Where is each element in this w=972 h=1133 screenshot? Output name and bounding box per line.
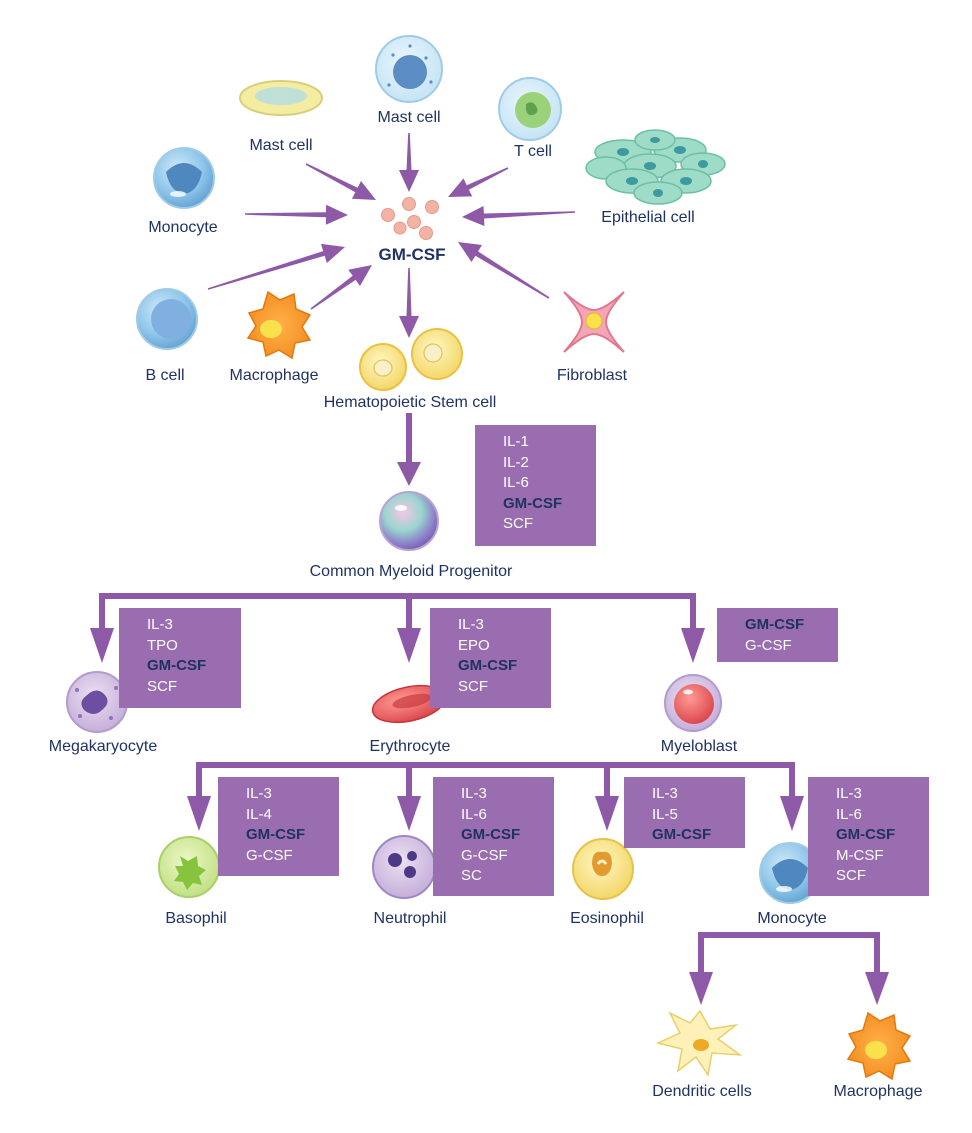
t-cell-icon <box>498 77 562 141</box>
arrow-to-hsc <box>399 268 419 338</box>
factor-item: IL-6 <box>836 805 862 823</box>
label-t-cell: T cell <box>514 143 552 160</box>
eosinophil-icon <box>572 838 634 900</box>
factor-item: EPO <box>458 636 490 654</box>
mast-cell-round-icon <box>375 35 443 103</box>
factor-item: IL-3 <box>652 785 678 802</box>
factor-item: IL-3 <box>458 616 484 633</box>
factor-item: IL-6 <box>461 805 487 823</box>
factor-item: IL-1 <box>503 433 529 450</box>
factor-item: GM-CSF <box>503 494 563 512</box>
b-cell-icon <box>136 288 198 350</box>
erythrocyte-icon <box>371 684 447 724</box>
label-monocyte-lineage: Monocyte <box>757 910 827 927</box>
fibroblast-icon <box>563 291 625 353</box>
factor-item: IL-6 <box>503 474 529 491</box>
label-megakaryocyte: Megakaryocyte <box>48 738 158 755</box>
label-dendritic-cells: Dendritic cells <box>652 1083 752 1100</box>
label-mast-cell-top: Mast cell <box>377 109 441 126</box>
factor-item: IL-4 <box>246 805 272 823</box>
factor-item: IL-3 <box>147 616 173 633</box>
epithelial-cell-icon <box>585 129 726 205</box>
label-basophil: Basophil <box>165 910 227 927</box>
arrow-monocyte <box>245 204 348 225</box>
label-b-cell: B cell <box>145 367 185 384</box>
lineage-connectors <box>90 413 889 1005</box>
macrophage-source-icon <box>246 290 312 360</box>
factor-item: IL-3 <box>246 785 272 802</box>
factor-item: SC <box>461 867 482 884</box>
factor-item: IL-5 <box>652 805 678 823</box>
label-macrophage-lineage: Macrophage <box>833 1083 923 1100</box>
factor-item: G-CSF <box>745 636 792 654</box>
monocyte-source-icon <box>153 147 215 209</box>
arrow-b-cell <box>207 243 345 290</box>
label-epithelial-cell: Epithelial cell <box>601 209 695 226</box>
factor-item: GM-CSF <box>836 826 896 843</box>
factor-item: TPO <box>147 636 178 654</box>
arrows <box>207 133 575 338</box>
factor-item: SCF <box>836 867 866 884</box>
factor-item: GM-CSF <box>246 826 306 843</box>
label-erythrocyte: Erythrocyte <box>369 738 451 755</box>
arrow-fibroblast <box>458 242 550 299</box>
factor-item: G-CSF <box>246 846 293 864</box>
arrow-t-cell <box>448 167 509 197</box>
label-neutrophil: Neutrophil <box>373 910 447 927</box>
factor-item: SCF <box>503 515 533 532</box>
label-eosinophil: Eosinophil <box>570 910 644 927</box>
hematopoietic-stem-cell-icon <box>359 328 463 391</box>
factor-item: M-CSF <box>836 846 884 864</box>
factor-item: GM-CSF <box>147 657 207 674</box>
factor-item: SCF <box>147 677 177 695</box>
factor-item: GM-CSF <box>652 826 712 843</box>
factor-item: GM-CSF <box>458 657 518 674</box>
arrow-mast-cell-top <box>399 133 419 192</box>
factor-item: IL-2 <box>503 453 529 471</box>
label-gm-csf-center: GM-CSF <box>378 245 446 264</box>
basophil-icon <box>158 836 220 898</box>
factor-item: IL-3 <box>461 785 487 802</box>
megakaryocyte-icon <box>66 671 128 733</box>
common-myeloid-progenitor-icon <box>379 491 439 551</box>
label-cmp: Common Myeloid Progenitor <box>309 563 513 580</box>
gm-csf-molecules-icon <box>381 197 439 240</box>
factor-item: G-CSF <box>461 846 508 864</box>
macrophage-lineage-icon <box>846 1011 912 1081</box>
factor-item: GM-CSF <box>461 826 521 843</box>
label-monocyte-source: Monocyte <box>148 219 218 236</box>
factor-item: GM-CSF <box>745 616 805 633</box>
factor-item: IL-3 <box>836 785 862 802</box>
arrow-mast-cell-left <box>305 163 376 200</box>
label-hsc: Hematopoietic Stem cell <box>323 394 497 411</box>
myeloblast-icon <box>664 674 722 732</box>
mast-cell-oval-icon <box>239 80 323 116</box>
label-mast-cell-left: Mast cell <box>249 137 313 154</box>
label-fibroblast: Fibroblast <box>556 367 628 384</box>
arrow-epithelial <box>462 206 575 226</box>
factor-box-myeloblast: GM-CSF G-CSF <box>717 608 838 662</box>
factor-item: SCF <box>458 677 488 695</box>
dendritic-cell-icon <box>655 1009 743 1077</box>
label-macrophage-source: Macrophage <box>229 367 319 384</box>
label-myeloblast: Myeloblast <box>660 738 738 755</box>
arrow-macrophage <box>310 265 372 310</box>
neutrophil-icon <box>372 835 436 899</box>
